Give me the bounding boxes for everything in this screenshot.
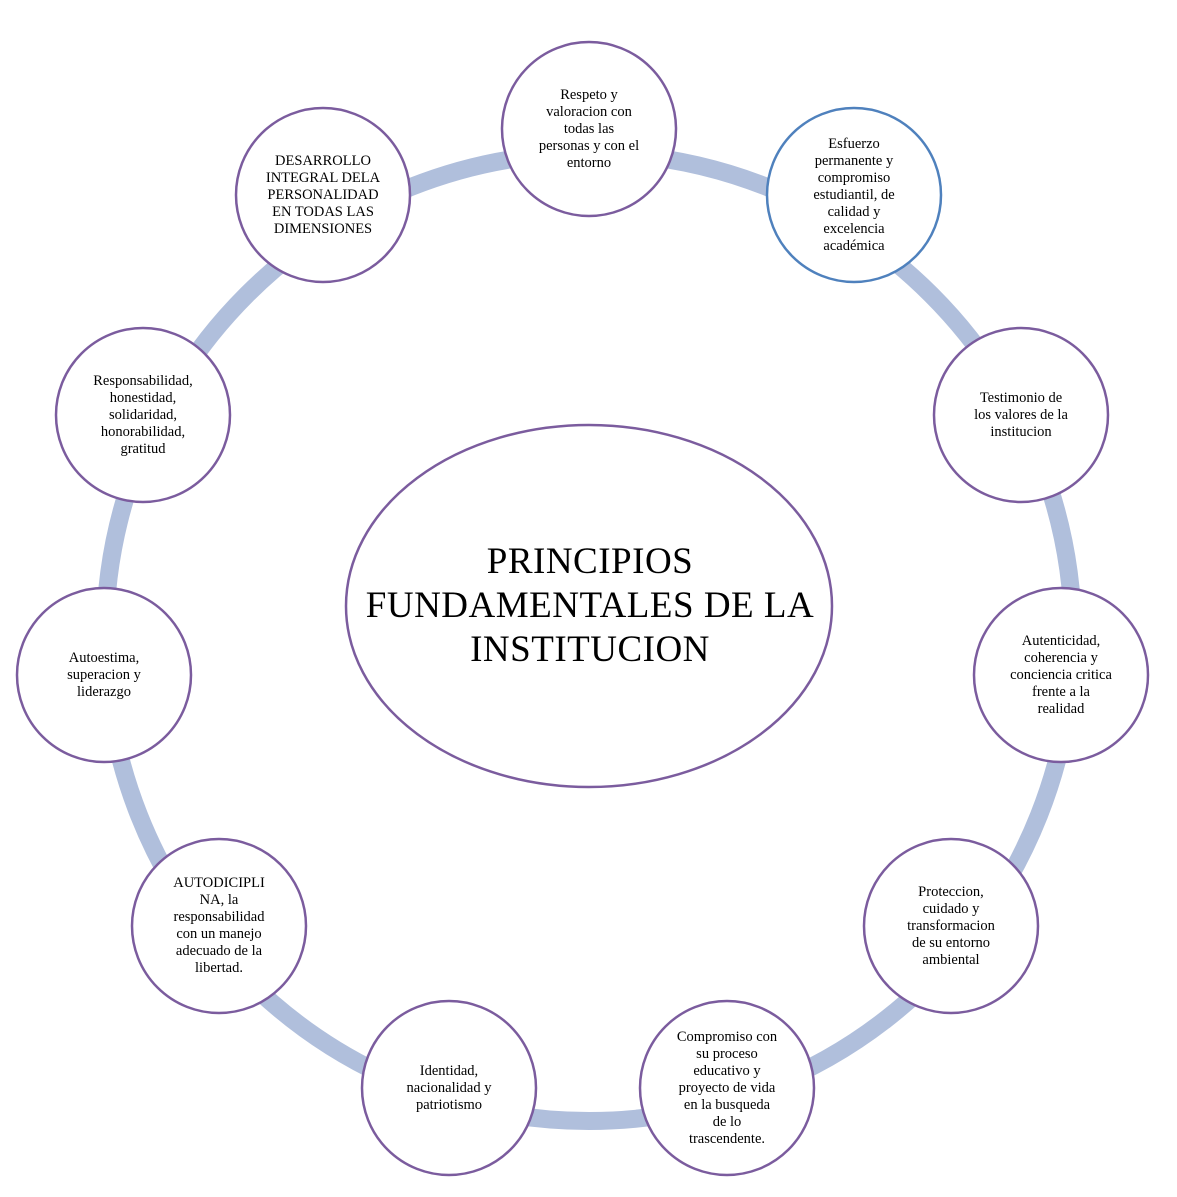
- principle-node-8: [130, 837, 308, 1015]
- principle-node-5-label: Proteccion, cuidado y transformacion de …: [907, 883, 995, 968]
- principle-node-10: [54, 326, 232, 504]
- principle-node-1: [500, 40, 678, 218]
- principle-node-4-label: Autenticidad, coherencia y conciencia cr…: [1010, 632, 1112, 717]
- principle-node-11: [234, 106, 412, 284]
- principle-node-2: [765, 106, 943, 284]
- principle-node-2-label: Esfuerzo permanente y compromiso estudia…: [813, 135, 895, 254]
- principle-node-3: [932, 326, 1110, 504]
- principle-node-6: [638, 999, 816, 1177]
- center-title: PRINCIPIOS FUNDAMENTALES DE LA INSTITUCI…: [365, 541, 815, 670]
- principle-node-10-label: Responsabilidad, honestidad, solidaridad…: [93, 372, 193, 457]
- principle-node-7: [360, 999, 538, 1177]
- principle-node-7-label: Identidad, nacionalidad y patriotismo: [406, 1062, 492, 1113]
- principle-node-4: [972, 586, 1150, 764]
- principle-node-8-label: AUTODICIPLI NA, la responsabilidad con u…: [173, 875, 265, 976]
- principle-node-3-label: Testimonio de los valores de la instituc…: [974, 389, 1068, 440]
- principle-node-6-label: Compromiso con su proceso educativo y pr…: [676, 1028, 778, 1147]
- principle-node-5: [862, 837, 1040, 1015]
- center-ellipse: [344, 423, 834, 789]
- principle-node-1-label: Respeto y valoracion con todas las perso…: [538, 86, 640, 171]
- principle-node-11-label: DESARROLLO INTEGRAL DELA PERSONALIDAD EN…: [265, 152, 381, 237]
- principle-node-9-label: Autoestima, superacion y liderazgo: [67, 649, 141, 700]
- principle-node-9: [15, 586, 193, 764]
